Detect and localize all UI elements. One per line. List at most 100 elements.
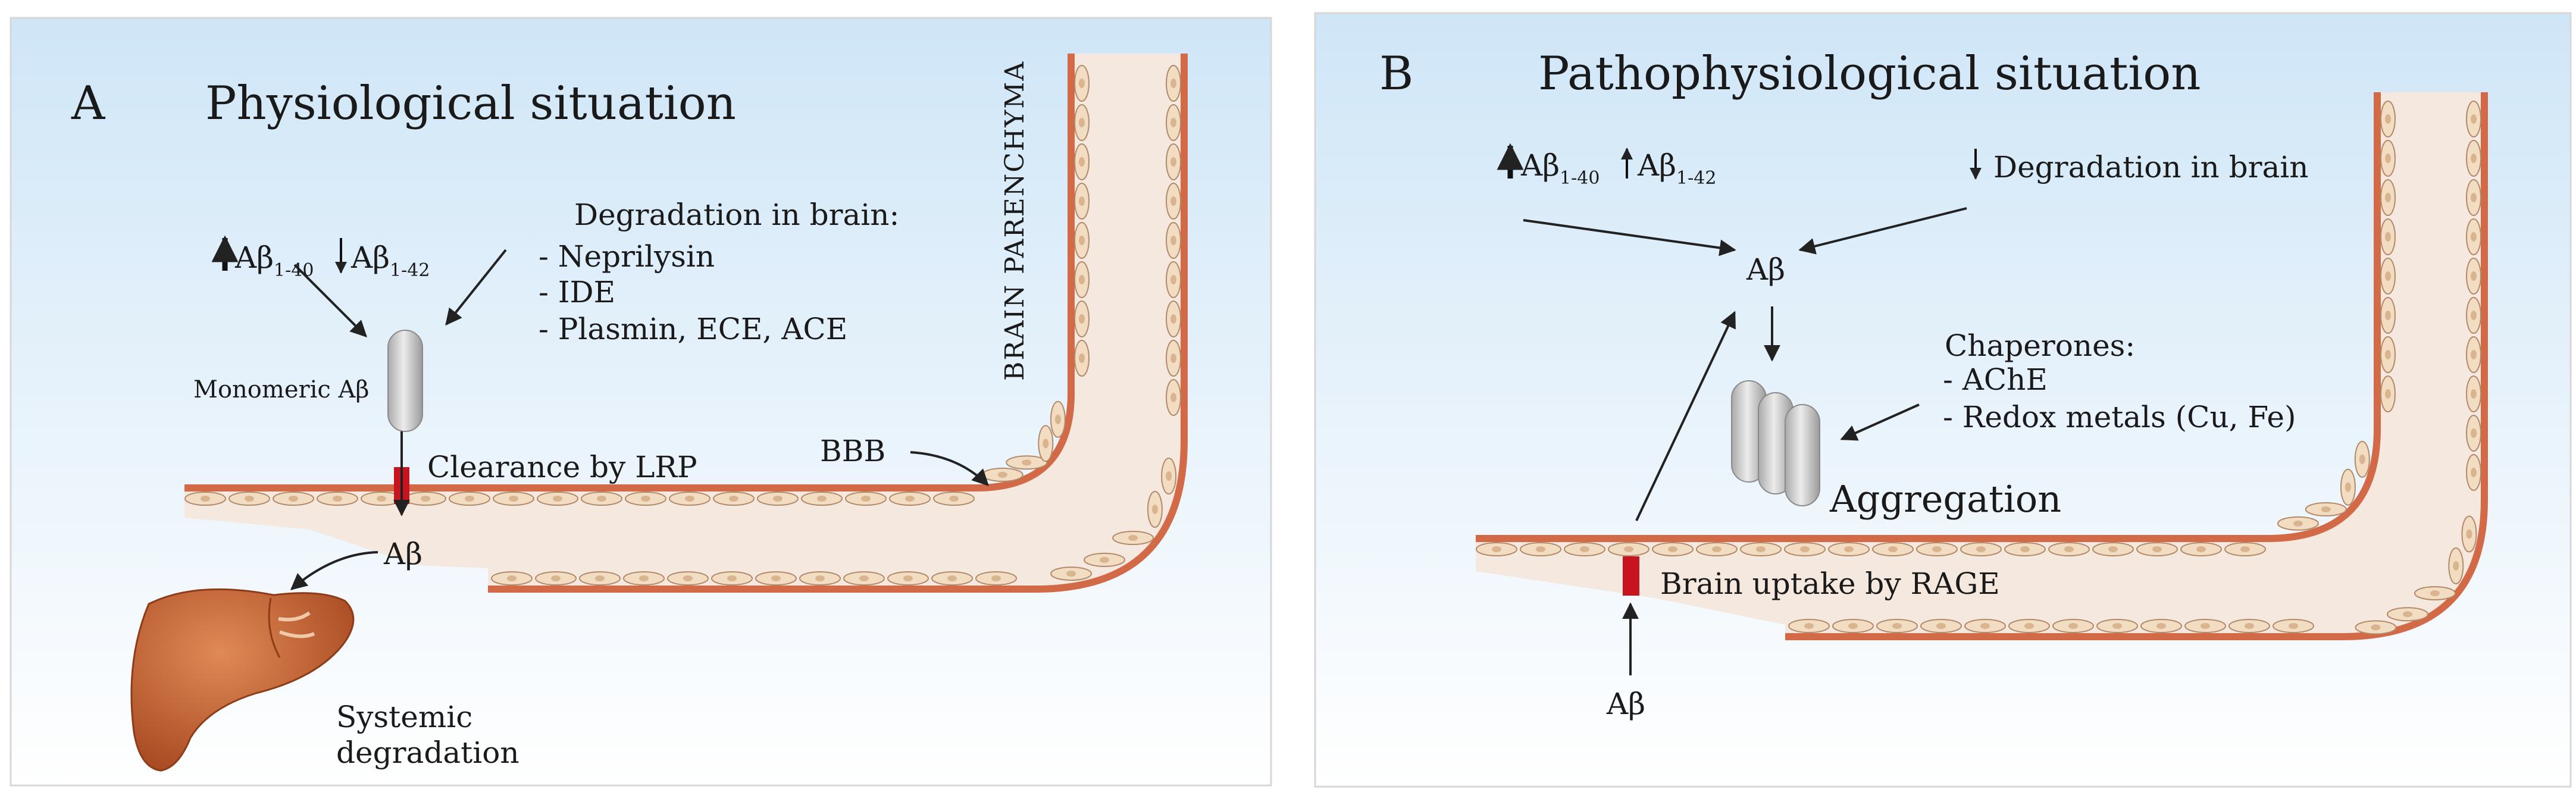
- panel-a-vessel-lower-wall: [488, 54, 1188, 593]
- cell-nucleus: [507, 575, 517, 581]
- cell-nucleus: [1936, 623, 1946, 629]
- cell-nucleus: [1079, 353, 1085, 363]
- degradation-item-3: - Plasmin, ECE, ACE: [539, 312, 847, 346]
- cell-nucleus: [1170, 118, 1176, 127]
- arrow-bbb-pointer: [910, 451, 989, 486]
- cell-nucleus: [1492, 546, 1501, 552]
- cell-nucleus: [1170, 196, 1176, 206]
- ab42-label: Aβ1-42: [350, 240, 430, 281]
- cell-nucleus: [1892, 623, 1902, 629]
- cell-nucleus: [859, 575, 869, 581]
- cell-nucleus: [1166, 471, 1172, 481]
- cell-nucleus: [2471, 114, 2477, 124]
- ab42-subscript: 1-42: [390, 260, 430, 281]
- cell-nucleus: [2024, 623, 2034, 629]
- cell-nucleus: [1079, 196, 1085, 206]
- arrow-ab40-to-center: [1523, 219, 1736, 256]
- cell-nucleus: [1170, 157, 1176, 167]
- cell-nucleus: [2471, 468, 2477, 477]
- panel-b-letter: B: [1379, 47, 1413, 101]
- cell-nucleus: [1888, 546, 1898, 552]
- cell-nucleus: [1170, 236, 1176, 245]
- cell-nucleus: [2345, 482, 2351, 492]
- liver-lobe-line: [268, 597, 281, 658]
- cell-nucleus: [1054, 414, 1061, 424]
- clearance-label: Clearance by LRP: [427, 450, 697, 484]
- cell-nucleus: [2196, 546, 2206, 552]
- cell-nucleus: [1079, 118, 1085, 127]
- cell-nucleus: [2385, 271, 2391, 281]
- cell-nucleus: [1079, 79, 1085, 88]
- panel-a-letter: A: [71, 77, 106, 130]
- cell-nucleus: [641, 496, 650, 502]
- cell-nucleus: [2385, 114, 2391, 124]
- panel-a-vessel-upper-wall: [184, 54, 1075, 492]
- cell-nucleus: [1536, 546, 1545, 552]
- cell-nucleus: [1668, 546, 1677, 552]
- cell-nucleus: [1043, 439, 1049, 449]
- cell-nucleus: [2156, 623, 2166, 629]
- cell-nucleus: [1170, 314, 1176, 324]
- cell-nucleus: [1079, 275, 1085, 284]
- cell-nucleus: [1580, 546, 1589, 552]
- cell-nucleus: [1022, 459, 1032, 466]
- liver-vessel-icon: [278, 611, 315, 638]
- panel-b-vessel-lower-wall: [1785, 92, 2488, 640]
- cell-nucleus: [685, 496, 694, 502]
- degradation-item-1: - Neprilysin: [539, 239, 715, 274]
- cell-nucleus: [2112, 623, 2122, 629]
- ab40-subscript: 1-40: [274, 260, 314, 281]
- cell-nucleus: [771, 575, 781, 581]
- systemic-label-line2: degradation: [336, 735, 519, 770]
- ab42-label-b: Aβ1-42: [1637, 148, 1716, 189]
- cell-nucleus: [639, 575, 649, 581]
- cell-nucleus: [2385, 350, 2391, 359]
- cell-nucleus: [991, 575, 1001, 581]
- cell-nucleus: [997, 471, 1007, 478]
- cell-nucleus: [465, 496, 474, 502]
- cell-nucleus: [2430, 590, 2440, 596]
- cell-nucleus: [1170, 393, 1176, 402]
- cell-nucleus: [1980, 623, 1990, 629]
- cell-nucleus: [2471, 232, 2477, 242]
- cell-nucleus: [1079, 314, 1085, 324]
- cell-nucleus: [1756, 546, 1766, 552]
- cell-nucleus: [551, 575, 561, 581]
- cell-nucleus: [2466, 529, 2472, 539]
- cell-nucleus: [2371, 624, 2381, 631]
- panel-b-endothelial-cells: [1476, 101, 2481, 635]
- cell-nucleus: [2471, 389, 2477, 399]
- ab42-symbol: Aβ: [350, 240, 390, 275]
- cell-nucleus: [553, 496, 562, 502]
- uptake-label: Brain uptake by RAGE: [1660, 566, 2000, 601]
- aggregate-peptide-3: [1785, 404, 1820, 506]
- cell-nucleus: [815, 575, 825, 581]
- cell-nucleus: [2385, 193, 2391, 202]
- arrow-degradation-to-monomer: [445, 249, 507, 326]
- cell-nucleus: [201, 496, 210, 502]
- arrow-chaperones-to-aggregate: [1840, 403, 1920, 441]
- cell-nucleus: [729, 496, 738, 502]
- cell-nucleus: [727, 575, 737, 581]
- monomeric-label: Monomeric Aβ: [193, 376, 370, 403]
- cell-nucleus: [1932, 546, 1942, 552]
- cell-nucleus: [421, 496, 430, 502]
- cell-nucleus: [289, 496, 298, 502]
- cell-nucleus: [597, 496, 606, 502]
- aggregation-label: Aggregation: [1829, 477, 2061, 521]
- cell-nucleus: [1804, 623, 1814, 629]
- cell-nucleus: [1079, 236, 1085, 245]
- panel-a: A Physiological situation Aβ1-40 Aβ1-42 …: [10, 17, 1272, 787]
- cell-nucleus: [2453, 561, 2459, 571]
- cell-nucleus: [1170, 79, 1176, 88]
- ab-blood-label-b: Aβ: [1606, 687, 1645, 721]
- cell-nucleus: [1624, 546, 1633, 552]
- degradation-heading: Degradation in brain:: [574, 198, 899, 232]
- cell-nucleus: [509, 496, 518, 502]
- cell-nucleus: [947, 575, 957, 581]
- cell-nucleus: [2321, 506, 2331, 512]
- cell-nucleus: [683, 575, 693, 581]
- degradation-item-2: - IDE: [539, 275, 615, 309]
- cell-nucleus: [2201, 623, 2210, 629]
